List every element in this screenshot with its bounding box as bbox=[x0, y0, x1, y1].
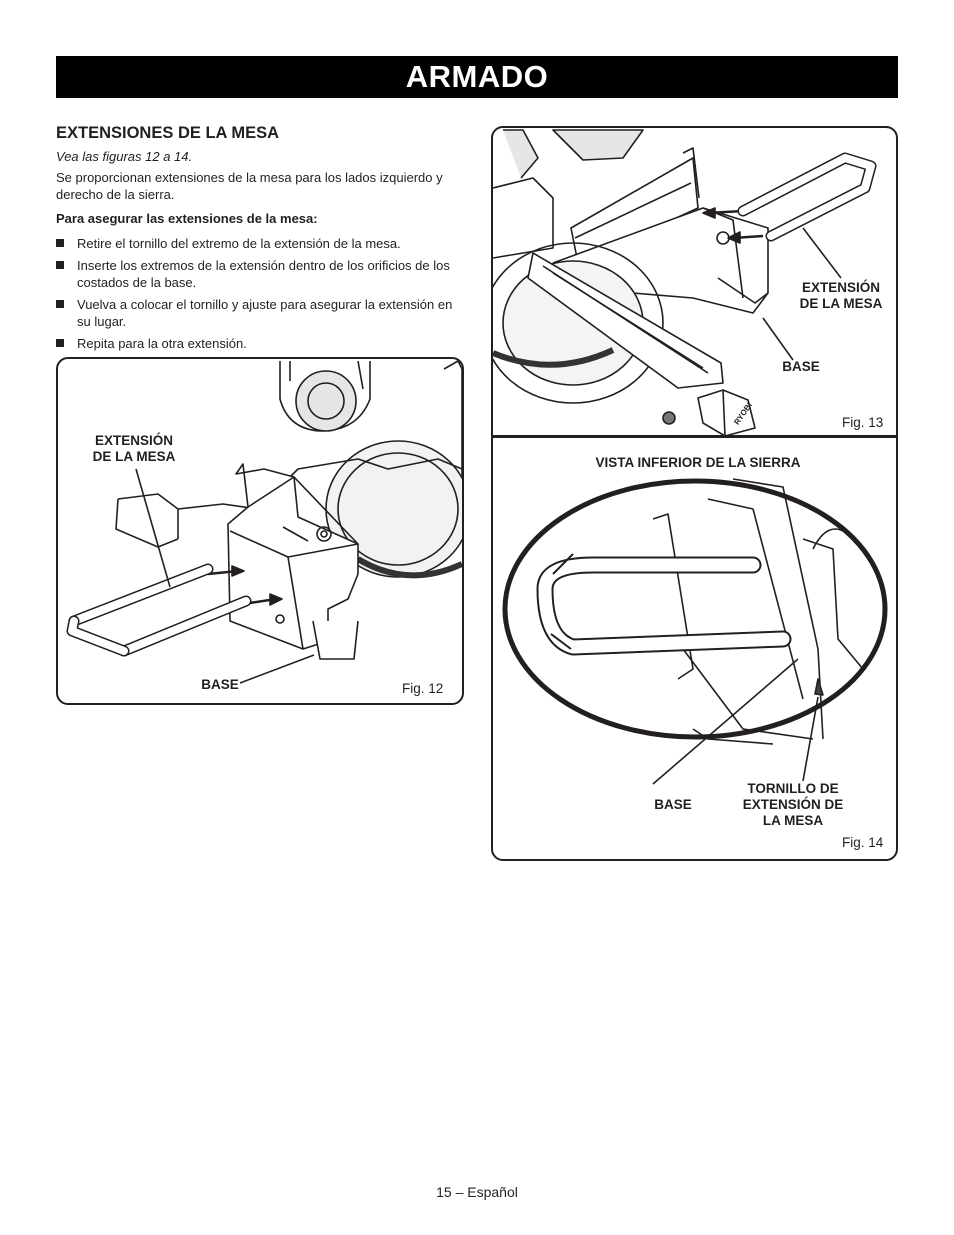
fig13-caption: Fig. 13 bbox=[842, 415, 884, 430]
section-title: EXTENSIONES DE LA MESA bbox=[56, 124, 280, 142]
steps-lead: Para asegurar las extensiones de la mesa… bbox=[56, 211, 318, 226]
bullet-square-icon bbox=[56, 300, 64, 308]
list-item: Repita para la otra extensión. bbox=[56, 335, 466, 352]
figure-divider bbox=[491, 435, 898, 438]
steps-list: Retire el tornillo del extremo de la ext… bbox=[56, 235, 466, 352]
page-footer: 15 – Español bbox=[436, 1184, 518, 1200]
see-figures-note: Vea las figuras 12 a 14. bbox=[56, 149, 193, 164]
section-banner: ARMADO bbox=[56, 56, 898, 98]
bullet-square-icon bbox=[56, 239, 64, 247]
fig12-saw-illustration bbox=[66, 360, 462, 684]
fig12-base-label: BASE bbox=[201, 677, 239, 692]
fig14-screw-label: TORNILLO DE EXTENSIÓN DE LA MESA bbox=[742, 781, 844, 828]
fig13-extension-label: EXTENSIÓN DE LA MESA bbox=[799, 280, 883, 311]
list-item: Inserte los extremos de la extensión den… bbox=[56, 257, 466, 291]
fig12-extension-label: EXTENSIÓN DE LA MESA bbox=[92, 433, 176, 464]
step-text: Retire el tornillo del extremo de la ext… bbox=[77, 236, 401, 251]
fig14-base-label: BASE bbox=[654, 797, 692, 812]
figure-13-14-frame: RYOBI EXTENSIÓN DE LA MESA BASE Fig. 13 … bbox=[491, 126, 898, 861]
step-text: Repita para la otra extensión. bbox=[77, 336, 247, 351]
bullet-square-icon bbox=[56, 261, 64, 269]
fig13-base-label: BASE bbox=[782, 359, 820, 374]
step-text: Vuelva a colocar el tornillo y ajuste pa… bbox=[77, 297, 453, 329]
intro-paragraph: Se proporcionan extensiones de la mesa p… bbox=[56, 170, 443, 202]
bullet-square-icon bbox=[56, 339, 64, 347]
figure-12: EXTENSIÓN DE LA MESA BASE Fig. 12 bbox=[56, 357, 464, 705]
fig12-caption: Fig. 12 bbox=[402, 681, 444, 696]
instructions: Vea las figuras 12 a 14. Se proporcionan… bbox=[56, 148, 466, 357]
fig13-saw-illustration bbox=[493, 129, 877, 436]
fig14-view-label: VISTA INFERIOR DE LA SIERRA bbox=[595, 455, 801, 470]
fig14-underside-illustration bbox=[502, 478, 888, 785]
step-text: Inserte los extremos de la extensión den… bbox=[77, 258, 450, 290]
fig14-caption: Fig. 14 bbox=[842, 835, 884, 850]
list-item: Retire el tornillo del extremo de la ext… bbox=[56, 235, 466, 252]
list-item: Vuelva a colocar el tornillo y ajuste pa… bbox=[56, 296, 466, 330]
